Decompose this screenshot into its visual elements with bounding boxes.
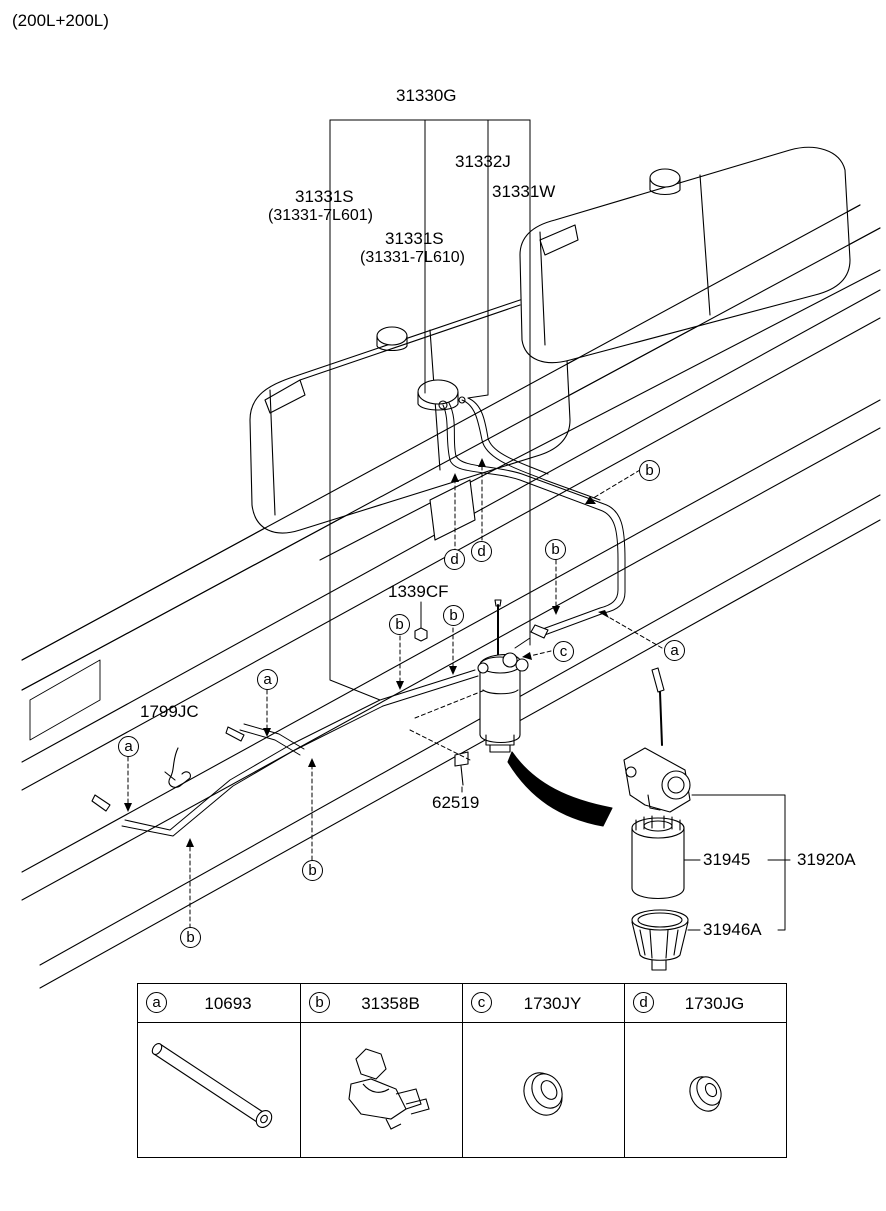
parts-legend-table: a 10693 b 31358B c 1730JY <box>137 983 787 1158</box>
callout-b: b <box>639 460 660 481</box>
fuel-sender-unit <box>417 379 466 411</box>
fuel-tank-rear <box>519 146 851 364</box>
legend-letter: a <box>146 992 167 1013</box>
legend-cell-b: b 31358B <box>301 984 463 1157</box>
callout-d: d <box>471 541 492 562</box>
part-label-31330g: 31330G <box>396 86 457 105</box>
fuel-lines <box>121 397 626 837</box>
part-label-31945: 31945 <box>703 850 751 869</box>
part-label-31332j: 31332J <box>455 152 511 171</box>
variant-label: (200L+200L) <box>12 11 109 30</box>
filter-cartridge-31945 <box>631 815 685 899</box>
fuel-filter-installed <box>477 599 529 753</box>
part-label-1799jc: 1799JC <box>140 702 199 721</box>
legend-cell-a: a 10693 <box>138 984 301 1157</box>
legend-cell-c: c 1730JY <box>463 984 625 1157</box>
legend-cell-d: d 1730JG <box>625 984 786 1157</box>
part-label-31331s-a: 31331S <box>295 187 354 206</box>
callout-arrows <box>127 464 663 929</box>
callout-b: b <box>389 614 410 635</box>
nut-1339cf <box>414 627 428 642</box>
callout-a: a <box>118 736 139 757</box>
callout-b: b <box>545 539 566 560</box>
legend-code: 31358B <box>361 994 420 1013</box>
legend-header: d 1730JG <box>625 984 786 1023</box>
explode-arrow <box>507 751 613 827</box>
part-label-31946a: 31946A <box>703 920 762 939</box>
part-label-31331s-b: 31331S <box>385 229 444 248</box>
legend-header: b 31358B <box>301 984 462 1023</box>
hose-ends <box>91 624 549 812</box>
grommet-1730jy-illustration <box>523 1072 563 1116</box>
callout-a: a <box>257 669 278 690</box>
part-label-31920a: 31920A <box>797 850 856 869</box>
filter-head-exploded <box>623 667 691 813</box>
part-label-1339cf: 1339CF <box>388 582 449 601</box>
callout-c: c <box>553 641 574 662</box>
bolt-62519 <box>454 751 469 786</box>
legend-code: 1730JG <box>684 994 745 1013</box>
frame-rails <box>21 204 881 989</box>
hose-10693-illustration <box>151 1042 273 1128</box>
legend-letter: c <box>471 992 492 1013</box>
callout-b: b <box>443 605 464 626</box>
legend-header: c 1730JY <box>463 984 624 1023</box>
leader-lines <box>329 119 791 931</box>
clip-1799jc <box>164 747 191 788</box>
legend-letter: d <box>633 992 654 1013</box>
callout-b: b <box>180 927 201 948</box>
legend-code: 10693 <box>204 994 252 1013</box>
callout-b: b <box>302 860 323 881</box>
part-sublabel-31331-7l610: (31331-7L610) <box>360 249 465 266</box>
part-label-31331w: 31331W <box>492 182 556 201</box>
legend-letter: b <box>309 992 330 1013</box>
callout-a: a <box>664 640 685 661</box>
filter-bowl-31946a <box>631 909 689 971</box>
part-label-62519: 62519 <box>432 793 480 812</box>
legend-code: 1730JY <box>523 994 582 1013</box>
clip-31358b-illustration <box>348 1048 430 1130</box>
grommet-1730jg-illustration <box>689 1076 722 1112</box>
legend-header: a 10693 <box>138 984 300 1023</box>
frame-rail-upper-front <box>21 204 881 691</box>
callout-d: d <box>444 549 465 570</box>
arrowheads <box>124 458 609 847</box>
part-sublabel-31331-7l601: (31331-7L601) <box>268 207 373 224</box>
